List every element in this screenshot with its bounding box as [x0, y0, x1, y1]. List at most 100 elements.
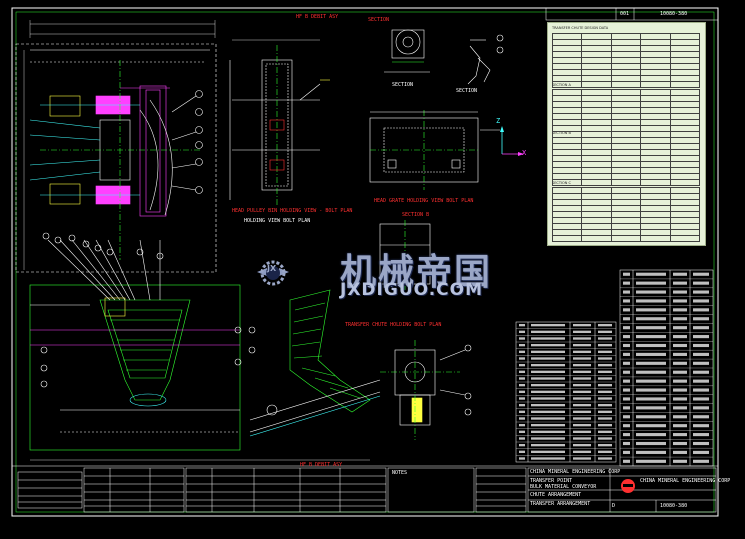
- head-grate-view: [369, 110, 500, 190]
- parts-row-text: [573, 384, 591, 387]
- title-project-2: BULK MATERIAL CONVEYOR: [530, 484, 597, 490]
- data-table-cell: [640, 235, 671, 242]
- parts-row-text: [623, 290, 630, 294]
- parts-row-text: [531, 324, 565, 327]
- transfer-chute-plan: [379, 220, 472, 440]
- axis-x-label: X: [522, 149, 527, 157]
- parts-row-text: [573, 397, 591, 400]
- parts-row-text: [623, 326, 630, 330]
- inclined-chute: [248, 289, 381, 437]
- head-pulley-sub-label: HOLDING VIEW BOLT PLAN: [244, 218, 311, 224]
- parts-row-text: [636, 290, 666, 294]
- section-label-a: SECTION: [368, 17, 390, 23]
- parts-row-text: [693, 326, 709, 330]
- data-table-cell: [669, 179, 701, 186]
- parts-row-text: [673, 397, 687, 401]
- parts-row-text: [519, 424, 525, 427]
- parts-row-text: [673, 459, 687, 463]
- notes-title: NOTES: [392, 470, 408, 476]
- parts-row-text: [598, 397, 612, 400]
- data-table-row: [551, 143, 701, 150]
- title-rev: D: [612, 503, 616, 509]
- data-table-a: [551, 33, 701, 88]
- parts-row-text: [693, 459, 709, 463]
- parts-row-text: [693, 343, 709, 348]
- parts-row-text: [623, 308, 630, 312]
- parts-row-text: [598, 370, 612, 373]
- parts-row-text: [531, 424, 565, 427]
- data-table-row: [551, 155, 701, 162]
- data-table-cell: [669, 81, 701, 88]
- parts-row-text: [573, 417, 591, 420]
- data-table-row: [551, 235, 701, 242]
- parts-row-text: [573, 377, 591, 380]
- parts-row-text: [623, 459, 630, 463]
- parts-list-right-rows: [620, 278, 713, 458]
- parts-row-text: [598, 344, 612, 347]
- parts-list-left-text: [519, 324, 612, 460]
- parts-row-text: [673, 406, 687, 410]
- parts-row-text: [636, 335, 666, 339]
- parts-row-text: [636, 343, 666, 348]
- parts-row-text: [519, 404, 525, 407]
- head-grate-view-label: HEAD GRATE HOLDING VIEW BOLT PLAN: [374, 198, 474, 204]
- parts-row-text: [573, 364, 591, 367]
- parts-row-text: [636, 299, 666, 303]
- data-table-cell: [551, 235, 583, 242]
- parts-row-text: [673, 352, 687, 356]
- parts-row-text: [693, 379, 709, 383]
- parts-row-text: [519, 330, 525, 333]
- parts-row-text: [519, 397, 525, 400]
- title-drawing-title-1: CHUTE ARRANGEMENT: [530, 492, 582, 498]
- transfer-chute-view-label: TRANSFER CHUTE HOLDING BOLT PLAN: [345, 322, 442, 328]
- parts-row-text: [531, 337, 565, 340]
- parts-row-text: [623, 299, 630, 303]
- parts-row-text: [598, 364, 612, 367]
- parts-row-text: [623, 343, 630, 348]
- parts-row-text: [693, 450, 709, 454]
- parts-row-text: [673, 379, 687, 383]
- parts-row-text: [598, 457, 612, 460]
- parts-row-text: [531, 357, 565, 360]
- parts-row-text: [636, 379, 666, 383]
- hopper-elevation: [29, 232, 242, 451]
- parts-row-text: [598, 410, 612, 413]
- parts-row-text: [693, 370, 709, 374]
- parts-row-text: [531, 377, 565, 380]
- parts-row-text: [693, 424, 709, 428]
- section-label-b: SECTION: [392, 82, 414, 88]
- parts-row-text: [673, 326, 687, 330]
- axis-marker: [500, 126, 524, 156]
- parts-row-text: [623, 272, 630, 276]
- data-table-d: [551, 187, 701, 242]
- section-label-c: SECTION: [456, 88, 478, 94]
- title-project-1: TRANSFER POINT: [530, 478, 573, 484]
- parts-row-text: [636, 424, 666, 428]
- parts-row-text: [531, 370, 565, 373]
- parts-row-text: [519, 417, 525, 420]
- parts-row-text: [636, 281, 666, 285]
- parts-row-text: [623, 281, 630, 285]
- parts-row-text: [598, 357, 612, 360]
- parts-row-text: [623, 370, 630, 374]
- parts-row-text: [598, 417, 612, 420]
- head-pulley-view-label: HEAD PULLEY BIN HOLDING VIEW - BOLT PLAN: [232, 208, 353, 214]
- parts-row-text: [519, 430, 525, 433]
- parts-row-text: [673, 370, 687, 374]
- parts-row-text: [673, 281, 687, 285]
- parts-row-text: [623, 335, 630, 339]
- company-logo: [621, 479, 635, 493]
- parts-row-text: [636, 459, 666, 463]
- parts-row-text: [623, 450, 630, 454]
- parts-row-text: [519, 350, 525, 353]
- parts-row-text: [693, 299, 709, 303]
- parts-row-text: [623, 433, 630, 437]
- parts-row-text: [673, 290, 687, 294]
- parts-row-text: [636, 326, 666, 330]
- head-pulley-assembly: [15, 43, 217, 273]
- parts-row-text: [623, 352, 630, 356]
- parts-row-text: [519, 390, 525, 393]
- parts-row-text: [598, 404, 612, 407]
- parts-row-text: [531, 384, 565, 387]
